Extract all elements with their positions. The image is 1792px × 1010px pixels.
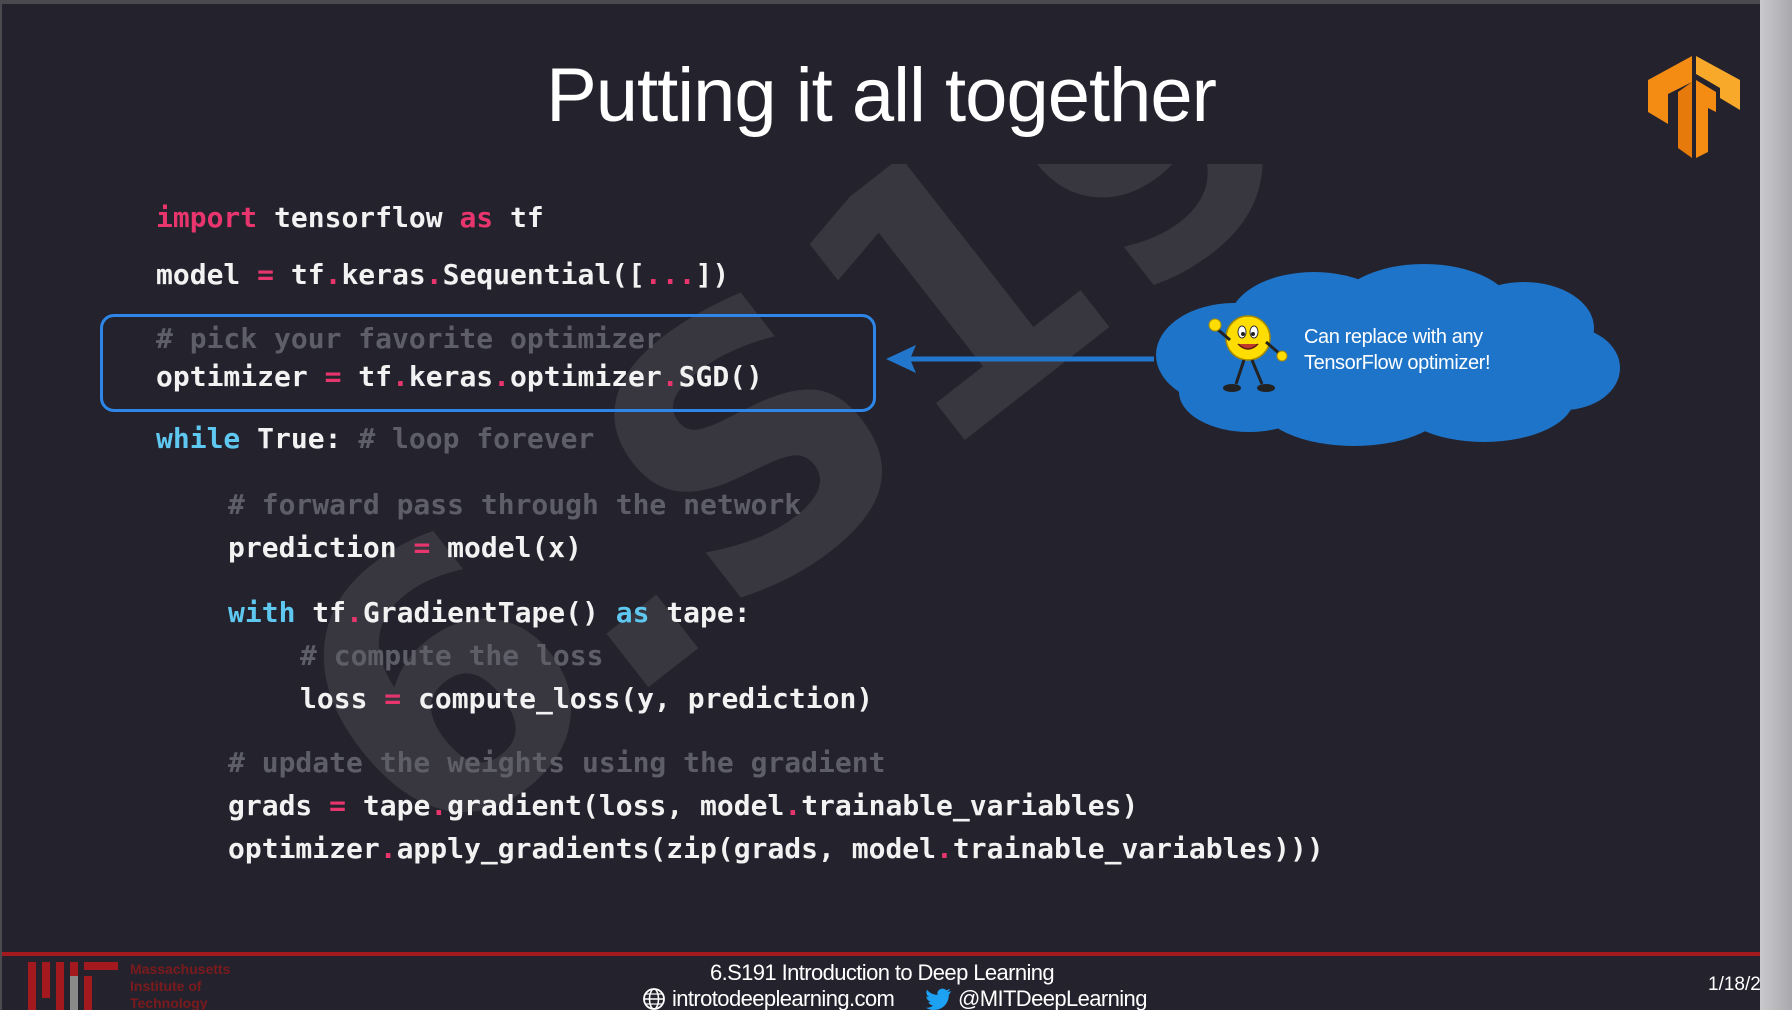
globe-icon [643, 988, 665, 1010]
code-operator: . [392, 360, 409, 393]
code-token: apply_gradients(zip(grads, model [396, 832, 937, 865]
mit-name-line: Technology [130, 995, 208, 1010]
code-line-import: import tensorflow as tf [156, 201, 544, 234]
code-token: GradientTape() [362, 596, 616, 629]
keyword-as: as [615, 596, 650, 629]
code-operator: = [257, 258, 275, 291]
website-text: introtodeeplearning.com [672, 986, 895, 1010]
mit-logo-icon [28, 962, 118, 1010]
code-token: model [156, 258, 258, 291]
code-line-prediction: prediction = model(x) [228, 531, 582, 564]
code-operator: = [324, 360, 342, 393]
mit-institution-name: Massachusetts Institute of Technology [130, 961, 230, 1010]
tensorflow-logo-icon [1648, 56, 1740, 158]
code-line-loss: loss = compute_loss(y, prediction) [300, 682, 873, 715]
code-line-optimizer: optimizer = tf.keras.optimizer.SGD() [156, 360, 763, 393]
code-comment: # loop forever [358, 422, 595, 455]
mit-name-line: Institute of [130, 978, 202, 994]
keyword-with: with [228, 596, 296, 629]
code-operator: . [425, 258, 443, 291]
code-token: True: [240, 422, 359, 455]
code-comment: # update the weights using the gradient [228, 746, 886, 779]
code-line-comment-loss: # compute the loss [300, 639, 603, 672]
code-operator: . [493, 360, 511, 393]
code-operator: . [346, 596, 363, 629]
code-operator: . [784, 789, 802, 822]
callout-line-2: TensorFlow optimizer! [1304, 352, 1491, 374]
code-token: tf [295, 596, 347, 629]
code-operator: = [413, 531, 431, 564]
code-operator: . [661, 360, 679, 393]
code-line-grads: grads = tape.gradient(loss, model.traina… [228, 789, 1138, 822]
code-comment: # compute the loss [300, 639, 604, 672]
code-operator: . [936, 832, 953, 865]
lecture-date: 1/18/2 [1708, 974, 1760, 995]
code-token: optimizer [228, 832, 380, 865]
code-token: gradient(loss, model [447, 789, 785, 822]
twitter-text: @MITDeepLearning [958, 986, 1147, 1010]
code-token: trainable_variables) [801, 789, 1139, 822]
code-token: keras [408, 360, 494, 393]
code-token: tape: [649, 596, 751, 629]
footer-divider [2, 952, 1760, 956]
callout-line-1: Can replace with any [1304, 326, 1483, 348]
module-alias: tf [493, 201, 544, 234]
code-operator: ... [644, 258, 696, 291]
code-token: ]) [695, 258, 730, 291]
code-token: optimizer [156, 360, 325, 393]
code-token: keras [341, 258, 426, 291]
keyword-while: while [156, 422, 241, 455]
code-operator: = [384, 682, 402, 715]
code-line-comment-forward: # forward pass through the network [228, 488, 801, 521]
code-operator: . [324, 258, 342, 291]
code-comment: # forward pass through the network [228, 488, 802, 521]
twitter-handle-link[interactable]: @MITDeepLearning [926, 986, 1147, 1010]
code-comment: # pick your favorite optimizer [156, 322, 662, 355]
code-token: Sequential([ [442, 258, 645, 291]
code-token: tape [346, 789, 431, 822]
code-token: grads [228, 789, 330, 822]
slide-title: Putting it all together [546, 53, 1217, 138]
mit-name-line: Massachusetts [130, 961, 231, 977]
code-operator: = [329, 789, 347, 822]
arrow-left-icon [886, 345, 1154, 373]
keyword-import: import [156, 201, 258, 234]
optimizer-highlight-box [100, 314, 876, 412]
module-name: tensorflow [257, 201, 460, 234]
twitter-bird-icon [926, 988, 951, 1010]
keyword-as: as [459, 201, 494, 234]
code-operator: . [379, 832, 397, 865]
code-token: tf [274, 258, 325, 291]
code-line-comment-update: # update the weights using the gradient [228, 746, 885, 779]
code-token: SGD() [678, 360, 763, 393]
window-edge-strip [1760, 0, 1792, 1010]
code-token: loss [300, 682, 385, 715]
code-line-while: while True: # loop forever [156, 422, 594, 455]
callout-text: Can replace with any TensorFlow optimize… [1304, 324, 1564, 376]
code-token: model(x) [430, 531, 583, 564]
code-token: prediction [228, 531, 414, 564]
code-line-comment-optimizer: # pick your favorite optimizer [156, 322, 662, 355]
code-token: tf [341, 360, 393, 393]
code-operator: . [430, 789, 448, 822]
thumbs-up-smiley-icon [1208, 315, 1288, 392]
website-link[interactable]: introtodeeplearning.com [642, 986, 895, 1010]
code-token: compute_loss(y, prediction) [401, 682, 874, 715]
code-line-model: model = tf.keras.Sequential([...]) [156, 258, 729, 291]
code-token: optimizer [510, 360, 662, 393]
slide: 6.S191 Putting it all together import te… [2, 4, 1760, 1010]
code-token: trainable_variables))) [952, 832, 1324, 865]
course-title: 6.S191 Introduction to Deep Learning [709, 960, 1055, 985]
code-line-apply-gradients: optimizer.apply_gradients(zip(grads, mod… [228, 832, 1324, 865]
code-line-with: with tf.GradientTape() as tape: [228, 596, 751, 629]
